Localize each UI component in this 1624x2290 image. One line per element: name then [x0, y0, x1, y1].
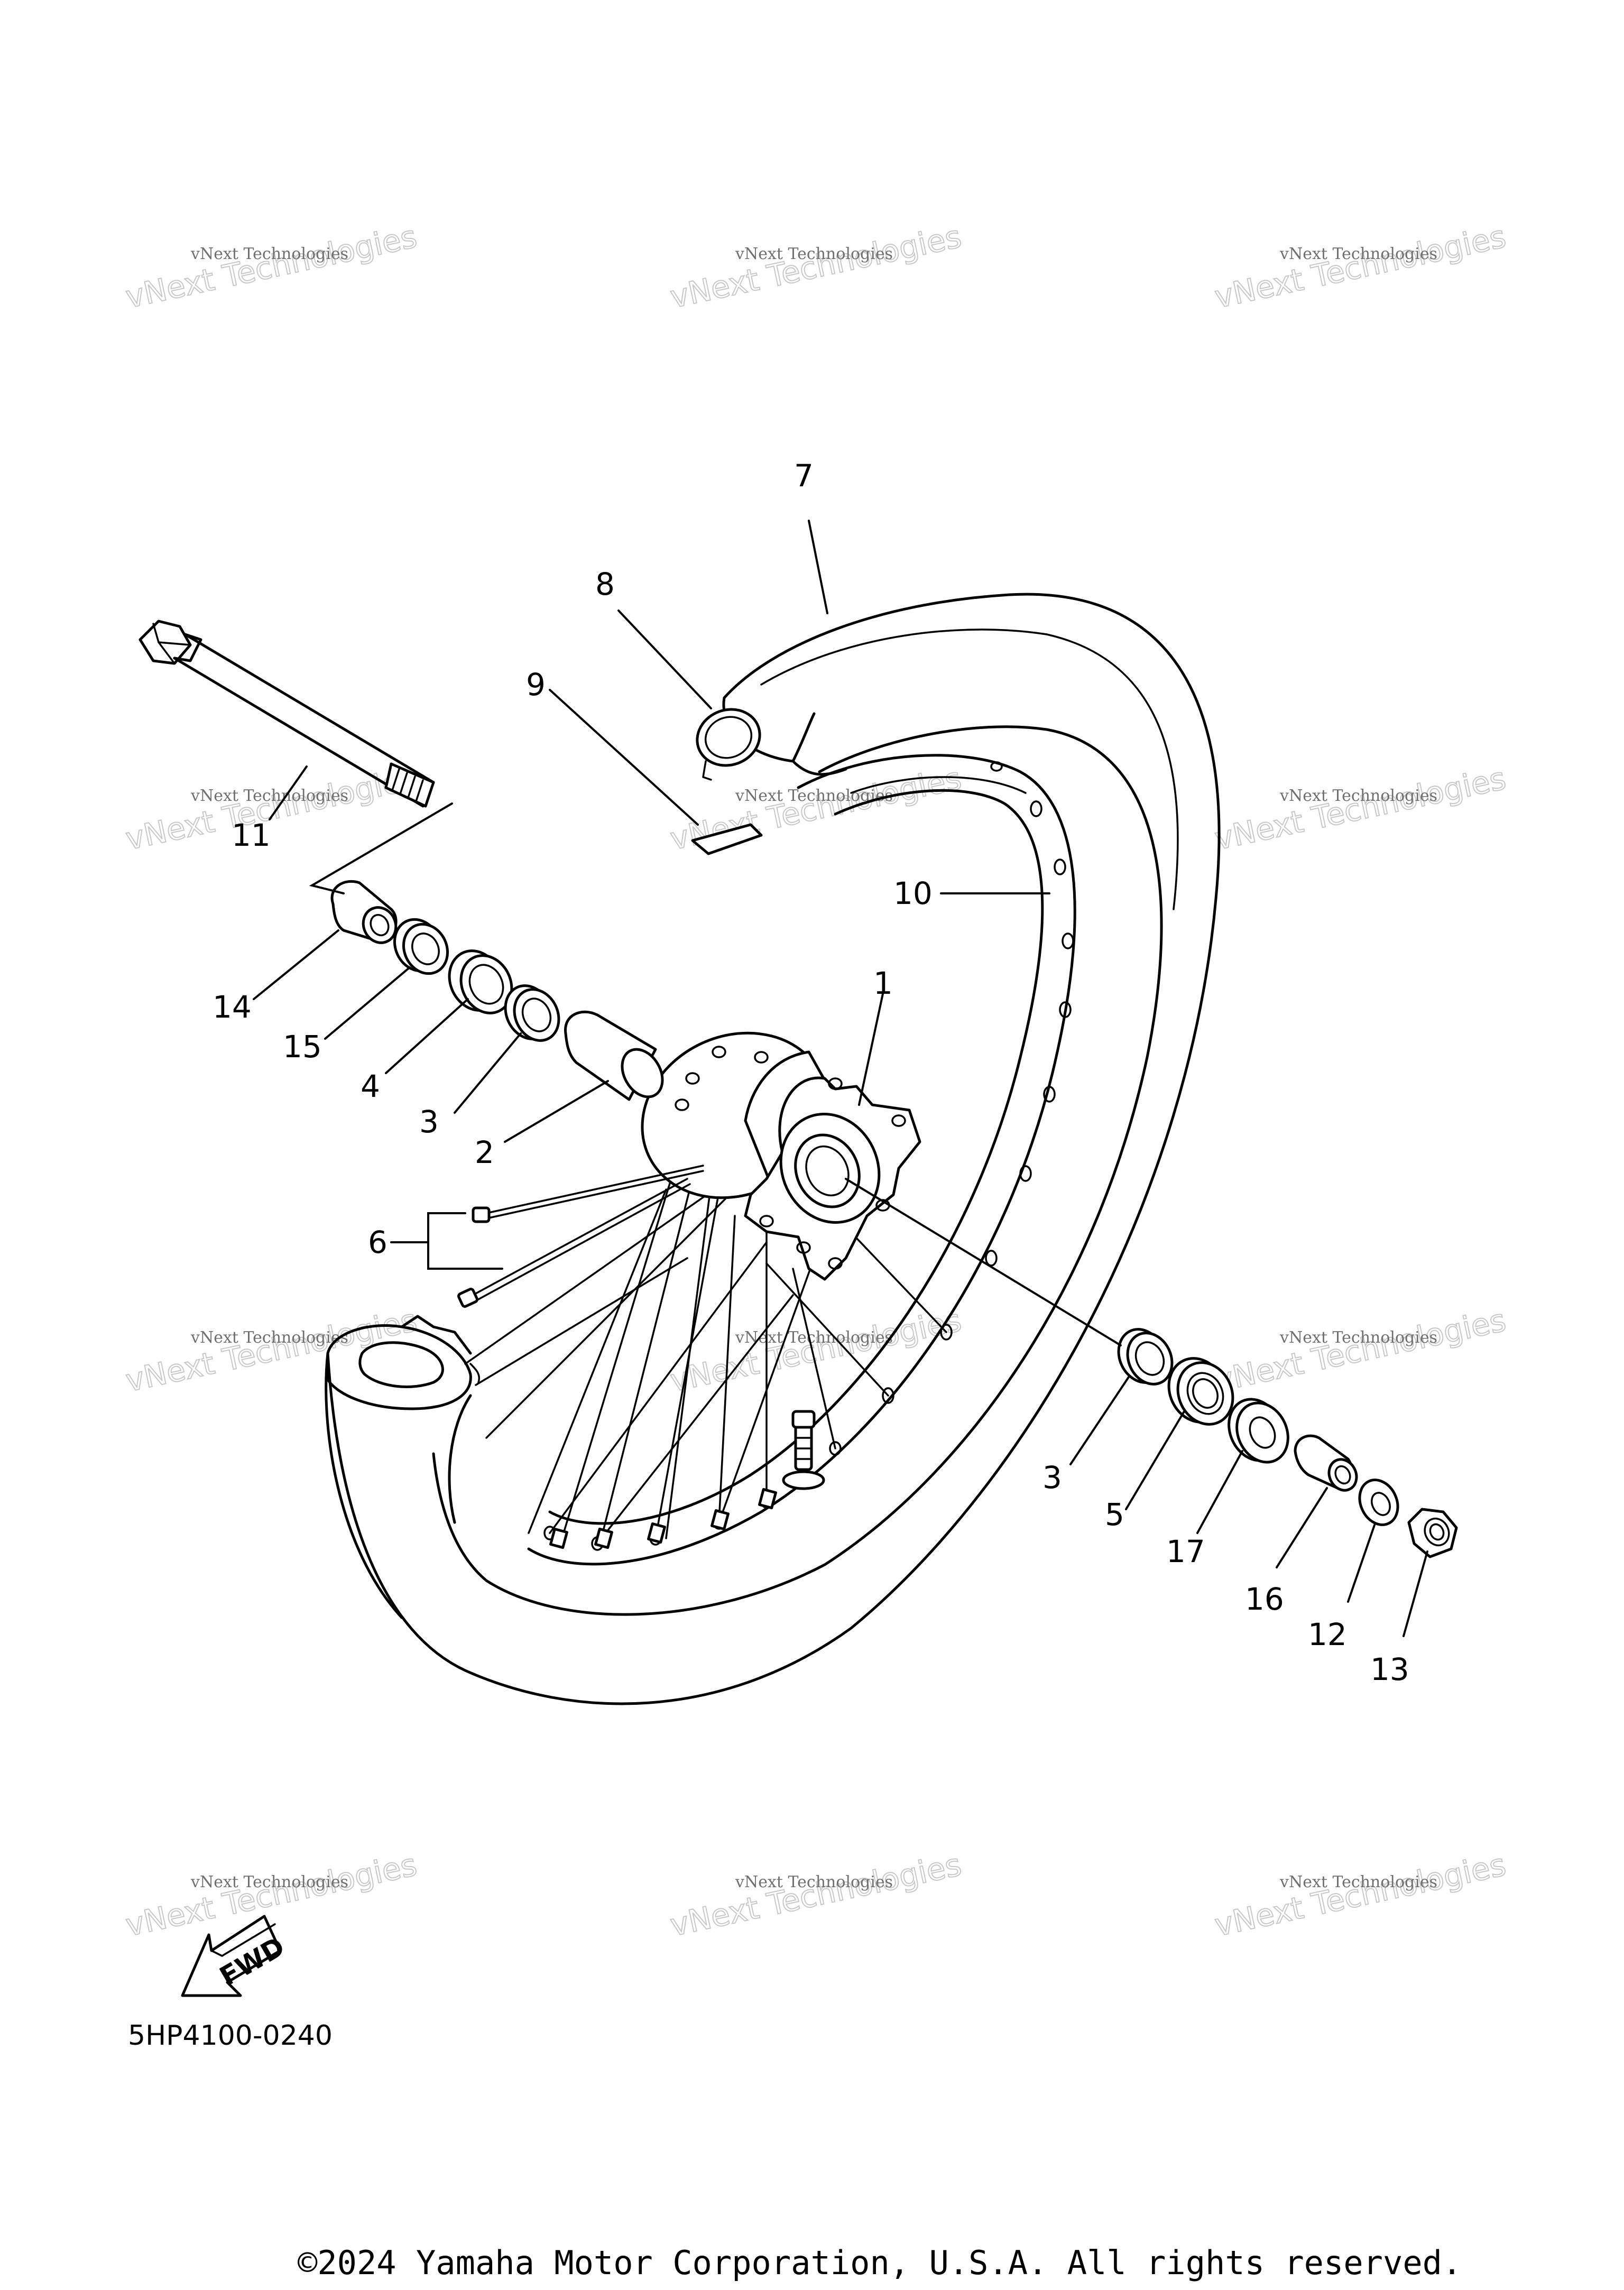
- svg-text:vNext Technologies: vNext Technologies: [1279, 245, 1437, 263]
- hub: [641, 1031, 921, 1281]
- svg-text:vNext Technologies: vNext Technologies: [190, 787, 348, 805]
- svg-text:vNext Technologies: vNext Technologies: [735, 245, 893, 263]
- axle: [139, 620, 435, 808]
- svg-text:vNext Technologies: vNext Technologies: [1212, 218, 1509, 315]
- spoke-samples: [457, 1165, 704, 1308]
- callout-5: 5: [1105, 1497, 1124, 1532]
- oil-seal-15: [393, 918, 449, 975]
- washer-12: [1358, 1479, 1399, 1526]
- svg-text:vNext Technologies: vNext Technologies: [667, 1846, 964, 1943]
- bearing-4: [448, 949, 513, 1014]
- callout-17: 17: [1166, 1534, 1205, 1569]
- svg-text:vNext Technologies: vNext Technologies: [1212, 760, 1509, 857]
- leader-lines: [253, 520, 1428, 1637]
- rim: [527, 754, 1076, 1566]
- svg-text:vNext Technologies: vNext Technologies: [1279, 787, 1437, 805]
- svg-text:vNext Technologies: vNext Technologies: [1279, 1328, 1437, 1347]
- callout-3b: 3: [1042, 1460, 1062, 1495]
- svg-text:vNext Technologies: vNext Technologies: [123, 218, 420, 315]
- svg-text:vNext Technologies: vNext Technologies: [735, 1873, 893, 1891]
- oil-seal-17: [1228, 1398, 1289, 1464]
- oil-seal-5: [1167, 1357, 1234, 1426]
- bearing-3-right: [1117, 1328, 1174, 1386]
- svg-text:vNext Technologies: vNext Technologies: [735, 1328, 893, 1347]
- callout-9: 9: [526, 667, 546, 703]
- callout-10: 10: [893, 875, 933, 911]
- svg-text:vNext Technologies: vNext Technologies: [123, 760, 420, 857]
- callout-13: 13: [1370, 1651, 1409, 1687]
- callout-16: 16: [1245, 1581, 1284, 1617]
- callout-1: 1: [873, 965, 893, 1001]
- callout-2: 2: [475, 1134, 494, 1170]
- watermark: vNext Technologies vNext Technologies: [1211, 760, 1509, 857]
- svg-text:vNext Technologies: vNext Technologies: [190, 1328, 348, 1347]
- callout-8: 8: [595, 566, 615, 602]
- nut-13: [1407, 1508, 1458, 1558]
- watermark: vNext Technologies vNext Technologies: [667, 1846, 965, 1944]
- callout-12: 12: [1308, 1617, 1347, 1652]
- callout-6: 6: [368, 1224, 387, 1260]
- svg-text:vNext Technologies: vNext Technologies: [1212, 1846, 1509, 1943]
- watermark: vNext Technologies vNext Technologies: [667, 218, 965, 316]
- spacer-2: [564, 1010, 664, 1101]
- valve-stem: [782, 1410, 825, 1490]
- watermark: vNext Technologies vNext Technologies: [667, 1301, 965, 1399]
- callout-7: 7: [794, 458, 814, 494]
- callout-labels: 7 8 9 10 1 11 14 15 4 3 2 6 3 5 17 16 12…: [213, 458, 1409, 1687]
- diagram-part-code: 5HP4100-0240: [128, 2020, 333, 2052]
- svg-text:vNext Technologies: vNext Technologies: [190, 245, 348, 263]
- watermark: vNext Technologies vNext Technologies: [122, 218, 420, 316]
- svg-text:vNext Technologies: vNext Technologies: [190, 1873, 348, 1891]
- svg-text:vNext Technologies: vNext Technologies: [123, 1302, 420, 1399]
- callout-4: 4: [361, 1068, 380, 1104]
- rim-band: [691, 823, 763, 855]
- callout-14: 14: [213, 989, 252, 1025]
- callout-15: 15: [283, 1029, 322, 1065]
- collar-14: [330, 880, 398, 944]
- tire: [325, 593, 1221, 1705]
- svg-text:vNext Technologies: vNext Technologies: [667, 218, 964, 315]
- svg-text:vNext Technologies: vNext Technologies: [1212, 1302, 1509, 1399]
- spokes: [464, 1125, 947, 1549]
- watermark: vNext Technologies vNext Technologies: [1211, 218, 1509, 316]
- tube: [696, 708, 761, 781]
- collar-16: [1294, 1434, 1358, 1492]
- callout-11: 11: [232, 817, 271, 853]
- svg-text:vNext Technologies: vNext Technologies: [1279, 1873, 1437, 1891]
- copyright-notice: ©2024 Yamaha Motor Corporation, U.S.A. A…: [298, 2243, 1462, 2282]
- bearing-3-left: [504, 984, 560, 1042]
- watermark: vNext Technologies vNext Technologies: [1211, 1846, 1509, 1944]
- watermark: vNext Technologies vNext Technologies: [1211, 1301, 1509, 1399]
- callout-3a: 3: [419, 1104, 439, 1140]
